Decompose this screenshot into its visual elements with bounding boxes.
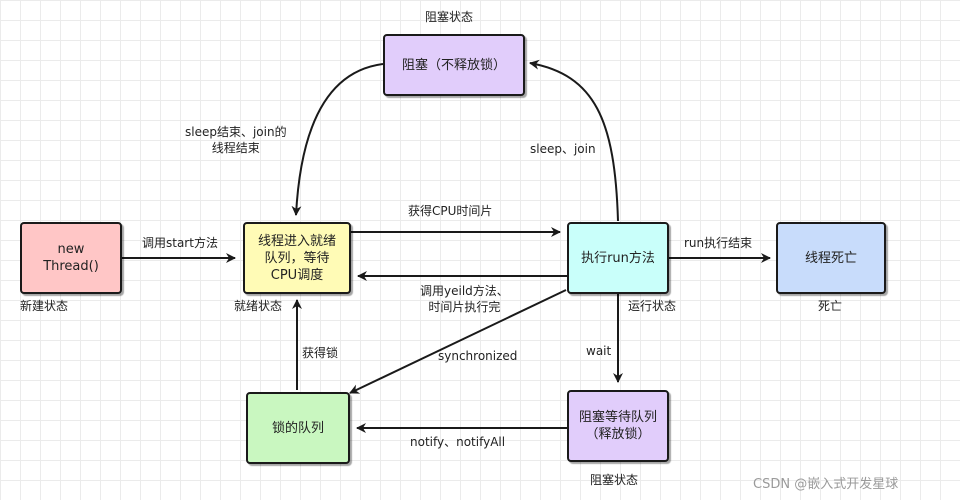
watermark: CSDN @嵌入式开发星球 [753, 477, 899, 492]
caption-running: 运行状态 [628, 299, 677, 313]
node-waiting-queue: 阻塞等待队列 （释放锁） [567, 390, 669, 462]
label-run-end: run执行结束 [684, 236, 753, 250]
arrow-sleep [529, 59, 619, 222]
label-notify: notify、notifyAll [410, 435, 506, 449]
caption-new: 新建状态 [20, 299, 69, 313]
caption-waiting: 阻塞状态 [590, 473, 639, 487]
label-sleep: sleep、join [530, 142, 596, 156]
node-dead: 线程死亡 [776, 222, 886, 294]
label-sleep-end: sleep结束、join的 线程结束 [185, 125, 287, 155]
node-running: 执行run方法 [567, 222, 669, 294]
arrow-sleep-end [291, 63, 384, 216]
caption-blocked: 阻塞状态 [425, 10, 474, 24]
node-blocked: 阻塞（不释放锁） [383, 34, 525, 96]
node-ready: 线程进入就绪 队列，等待 CPU调度 [243, 222, 351, 294]
node-new-thread: new Thread() [20, 222, 122, 294]
caption-dead: 死亡 [818, 299, 843, 313]
caption-ready: 就绪状态 [234, 299, 283, 313]
arrow-sync [349, 289, 567, 394]
label-start: 调用start方法 [142, 236, 218, 250]
label-sync: synchronized [438, 349, 518, 363]
label-get-lock: 获得锁 [302, 346, 339, 360]
label-wait: wait [586, 344, 612, 358]
node-lock-queue: 锁的队列 [246, 392, 350, 464]
label-get-cpu: 获得CPU时间片 [408, 204, 493, 218]
label-yield: 调用yeild方法、 时间片执行完 [420, 284, 509, 314]
